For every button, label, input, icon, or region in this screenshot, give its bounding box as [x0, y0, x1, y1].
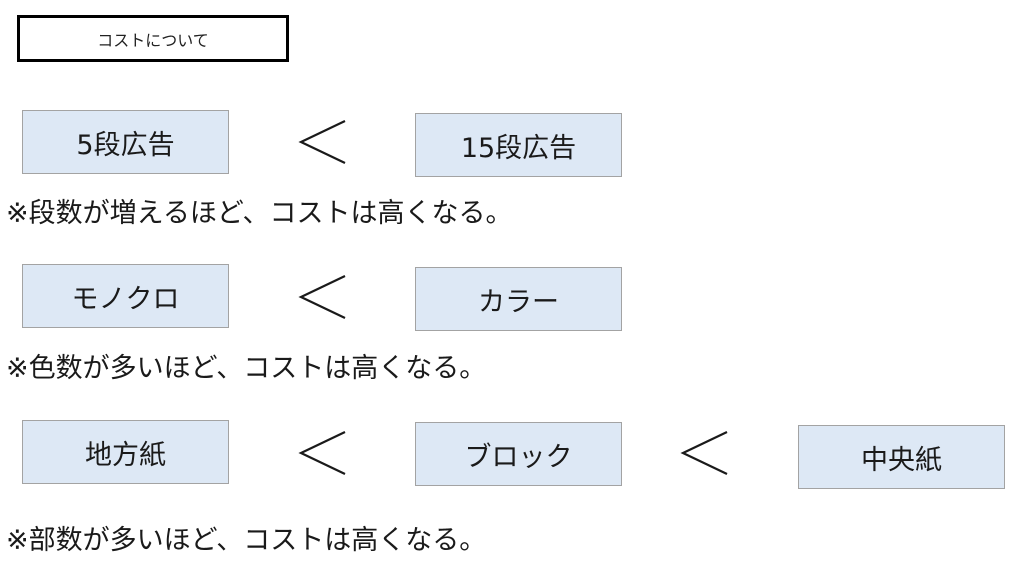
- less-than-icon: [677, 428, 733, 478]
- cost-box-monochrome: モノクロ: [22, 264, 229, 328]
- cost-box-15-dan: 15段広告: [415, 113, 622, 177]
- note-circulation: ※部数が多いほど、コストは高くなる。: [6, 525, 487, 556]
- less-than-icon: [295, 117, 351, 167]
- cost-box-block-paper: ブロック: [415, 422, 622, 486]
- less-than-icon: [295, 272, 351, 322]
- cost-box-local-paper: 地方紙: [22, 420, 229, 484]
- cost-box-national-paper: 中央紙: [798, 425, 1005, 489]
- note-columns: ※段数が増えるほど、コストは高くなる。: [6, 198, 513, 229]
- cost-box-5-dan: 5段広告: [22, 110, 229, 174]
- less-than-icon: [295, 428, 351, 478]
- cost-box-color: カラー: [415, 267, 622, 331]
- note-colors: ※色数が多いほど、コストは高くなる。: [6, 353, 487, 384]
- page-title: コストについて: [17, 15, 289, 62]
